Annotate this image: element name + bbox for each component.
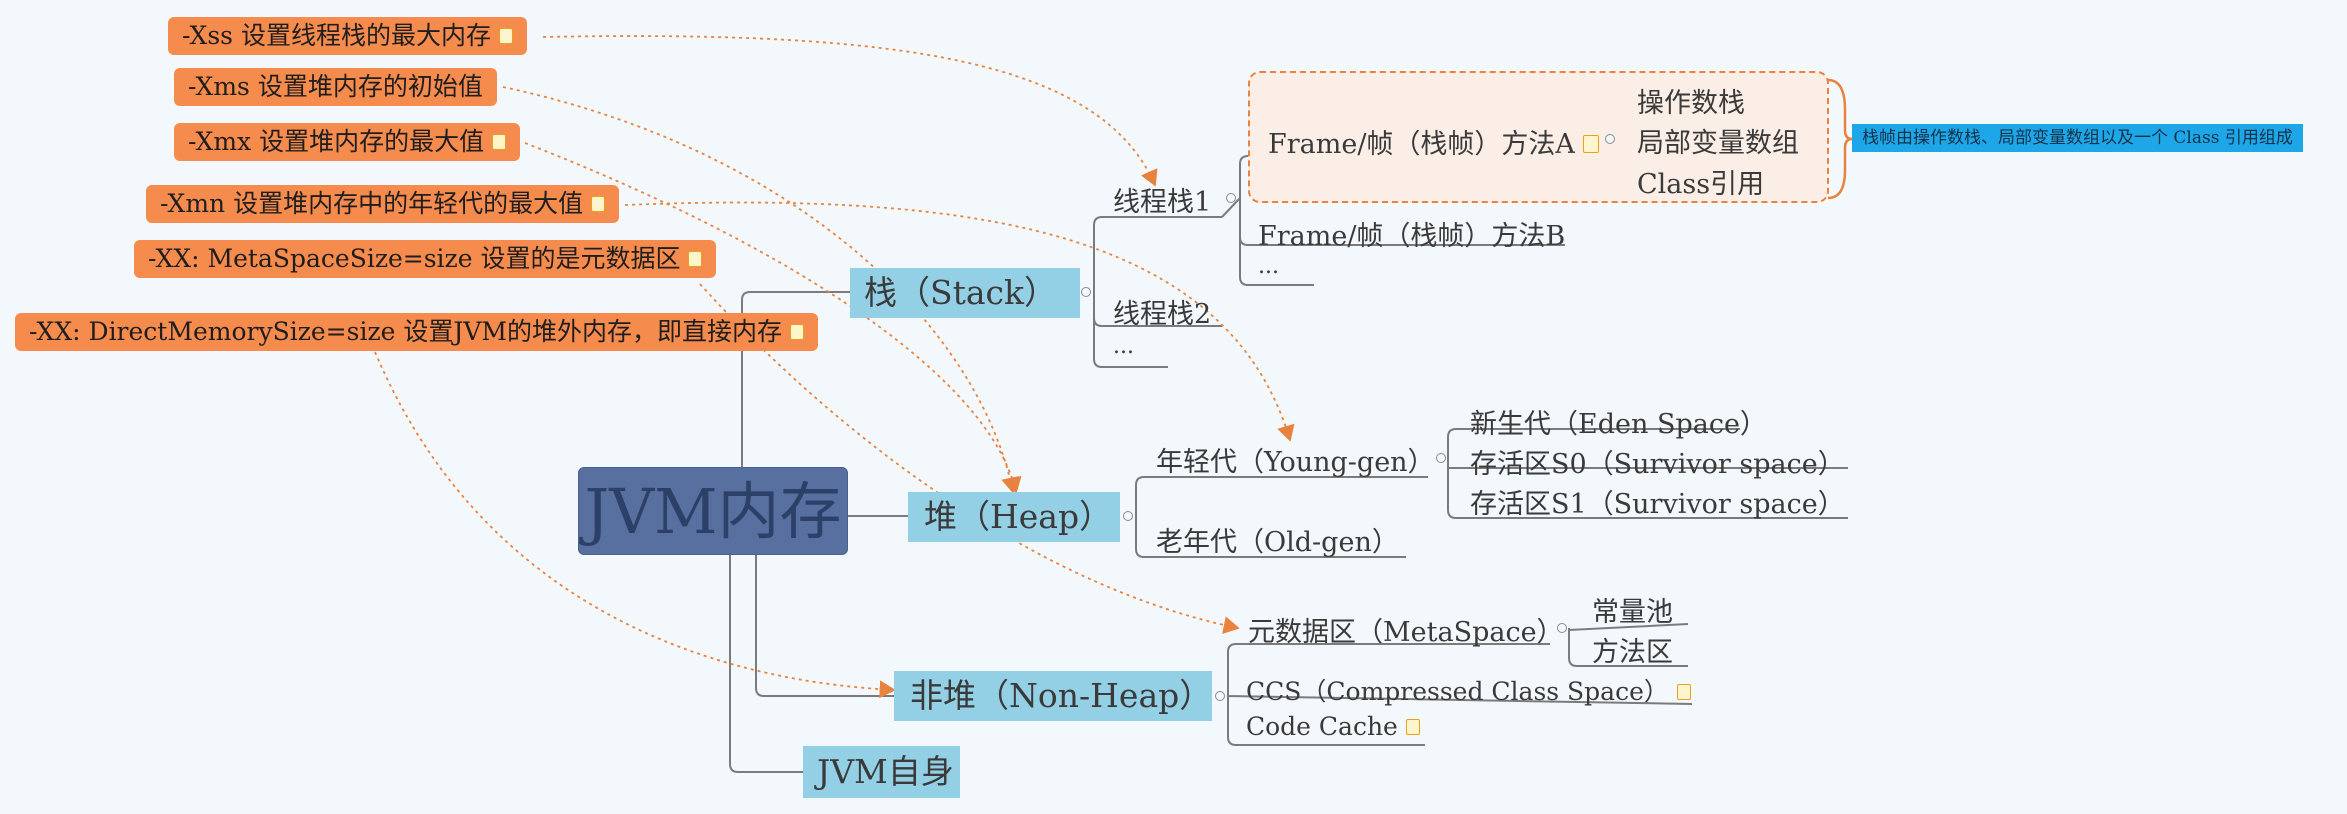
note-icon[interactable] <box>1405 718 1420 735</box>
thread2-label: 线程栈2 <box>1113 299 1212 330</box>
branch-nonheap-label: 非堆（Non-Heap） <box>910 676 1213 715</box>
branch-heap-label: 堆（Heap） <box>924 497 1113 536</box>
frameA-summary[interactable]: 栈帧由操作数栈、局部变量数组以及一个 Class 引用组成 <box>1852 124 2303 152</box>
branch-nonheap[interactable]: 非堆（Non-Heap） <box>894 671 1212 721</box>
young-item[interactable]: 新生代（Eden Space） <box>1470 402 1767 441</box>
arrow-xmn <box>624 201 1295 442</box>
link-root-self <box>729 555 803 773</box>
param-direct-label: -XX: DirectMemorySize=size 设置JVM的堆外内存，即直… <box>29 317 783 346</box>
summary-label: 栈帧由操作数栈、局部变量数组以及一个 Class 引用组成 <box>1862 128 2293 148</box>
branch-heap[interactable]: 堆（Heap） <box>908 492 1120 542</box>
local-vars-label: 局部变量数组 <box>1637 128 1799 159</box>
ccs[interactable]: CCS（Compressed Class Space） <box>1246 672 1691 708</box>
param-meta-label: -XX: MetaSpaceSize=size 设置的是元数据区 <box>148 244 681 273</box>
link-stack-threads <box>1093 216 1222 368</box>
frame-b[interactable]: Frame/帧（栈帧）方法B <box>1258 214 1565 253</box>
collapse-thread1-icon[interactable] <box>1226 193 1236 203</box>
s1-label: 存活区S1（Survivor space） <box>1470 489 1845 520</box>
old-gen[interactable]: 老年代（Old-gen） <box>1156 520 1399 559</box>
param-xms[interactable]: -Xms 设置堆内存的初始值 <box>174 68 497 106</box>
frames-ellipsis-label: ... <box>1258 254 1279 279</box>
link-root-stack <box>741 291 850 467</box>
note-icon[interactable] <box>1676 683 1691 700</box>
ccs-label: CCS（Compressed Class Space） <box>1246 677 1669 706</box>
param-xmn-label: -Xmn 设置堆内存中的年轻代的最大值 <box>160 189 584 218</box>
note-icon[interactable] <box>591 195 606 212</box>
thread1-label: 线程栈1 <box>1113 187 1212 218</box>
link-thread1-frames <box>1221 155 1565 286</box>
operand-stack-label: 操作数栈 <box>1637 88 1745 119</box>
param-xmx[interactable]: -Xmx 设置堆内存的最大值 <box>174 123 521 161</box>
note-icon[interactable] <box>790 323 805 340</box>
branch-self-label: JVM自身 <box>817 752 954 791</box>
arrow-xmx <box>524 142 1022 494</box>
method-area-label: 方法区 <box>1592 637 1673 668</box>
collapse-stack-icon[interactable] <box>1081 287 1091 297</box>
codecache-label: Code Cache <box>1246 712 1398 741</box>
class-ref-label: Class引用 <box>1637 169 1765 200</box>
note-icon[interactable] <box>492 133 507 150</box>
thread-stack-1[interactable]: 线程栈1 <box>1113 180 1211 219</box>
young-label: 年轻代（Young-gen） <box>1156 447 1435 478</box>
frameA-item[interactable]: 操作数栈 <box>1637 81 1745 120</box>
arrow-xms <box>502 86 1019 494</box>
note-icon[interactable] <box>498 27 513 44</box>
note-icon[interactable] <box>688 250 703 267</box>
branch-jvm-self[interactable]: JVM自身 <box>803 746 960 798</box>
root-node[interactable]: JVM内存 <box>578 467 848 555</box>
thread-stack-2[interactable]: 线程栈2 <box>1113 292 1211 331</box>
young-item[interactable]: 存活区S1（Survivor space） <box>1470 482 1845 521</box>
link-heap-gens <box>1135 476 1428 558</box>
param-xss[interactable]: -Xss 设置线程栈的最大内存 <box>168 17 527 55</box>
collapse-frameA-icon[interactable] <box>1605 134 1615 144</box>
param-xss-label: -Xss 设置线程栈的最大内存 <box>182 21 491 50</box>
frameA-item[interactable]: Class引用 <box>1637 162 1764 201</box>
branch-stack-label: 栈（Stack） <box>864 273 1058 312</box>
frameA-item[interactable]: 局部变量数组 <box>1637 121 1799 160</box>
stack-ellipsis-label: ... <box>1113 334 1134 359</box>
collapse-meta-icon[interactable] <box>1557 623 1567 633</box>
link-root-nonheap <box>755 555 894 697</box>
meta-label: 元数据区（MetaSpace） <box>1248 617 1564 648</box>
frames-ellipsis[interactable]: ... <box>1258 254 1279 279</box>
frameA-boundary <box>1248 71 1829 203</box>
collapse-young-icon[interactable] <box>1436 453 1446 463</box>
meta-item[interactable]: 常量池 <box>1592 590 1673 629</box>
summary-brace <box>1827 78 1853 200</box>
frame-a[interactable]: Frame/帧（栈帧）方法A <box>1268 122 1599 161</box>
stack-ellipsis[interactable]: ... <box>1113 334 1134 359</box>
collapse-heap-icon[interactable] <box>1123 511 1133 521</box>
code-cache[interactable]: Code Cache <box>1246 712 1420 741</box>
param-xmx-label: -Xmx 设置堆内存的最大值 <box>188 127 485 156</box>
meta-item[interactable]: 方法区 <box>1592 630 1673 669</box>
link-nonheap-children <box>1227 643 1693 746</box>
s0-label: 存活区S0（Survivor space） <box>1470 449 1845 480</box>
collapse-nonheap-icon[interactable] <box>1215 691 1225 701</box>
frameB-label: Frame/帧（栈帧）方法B <box>1258 221 1566 252</box>
old-label: 老年代（Old-gen） <box>1156 527 1399 558</box>
arrow-xss <box>542 35 1158 187</box>
young-gen[interactable]: 年轻代（Young-gen） <box>1156 440 1435 479</box>
param-xmn[interactable]: -Xmn 设置堆内存中的年轻代的最大值 <box>146 185 620 223</box>
young-item[interactable]: 存活区S0（Survivor space） <box>1470 442 1845 481</box>
frameA-label: Frame/帧（栈帧）方法A <box>1268 129 1575 160</box>
root-label: JVM内存 <box>584 475 842 548</box>
metaspace[interactable]: 元数据区（MetaSpace） <box>1248 610 1564 649</box>
note-icon[interactable] <box>1582 134 1599 153</box>
eden-label: 新生代（Eden Space） <box>1470 409 1767 440</box>
param-metaspace[interactable]: -XX: MetaSpaceSize=size 设置的是元数据区 <box>134 240 717 278</box>
param-direct-memory[interactable]: -XX: DirectMemorySize=size 设置JVM的堆外内存，即直… <box>15 313 819 351</box>
link-young-children <box>1447 428 1848 519</box>
constant-pool-label: 常量池 <box>1592 597 1673 628</box>
param-xms-label: -Xms 设置堆内存的初始值 <box>188 72 483 101</box>
branch-stack[interactable]: 栈（Stack） <box>850 268 1080 318</box>
link-meta-children <box>1568 623 1689 667</box>
